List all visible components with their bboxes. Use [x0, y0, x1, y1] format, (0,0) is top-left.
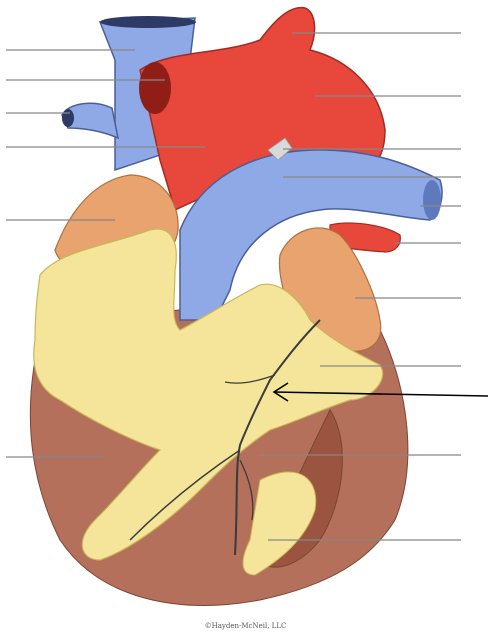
superior-vena-cava-opening — [100, 16, 196, 28]
brachiocephalic-opening — [62, 109, 74, 127]
copyright-credit: ©Hayden-McNeil, LLC — [0, 622, 491, 630]
aorta-opening — [139, 62, 171, 114]
pulmonary-opening — [423, 180, 441, 220]
